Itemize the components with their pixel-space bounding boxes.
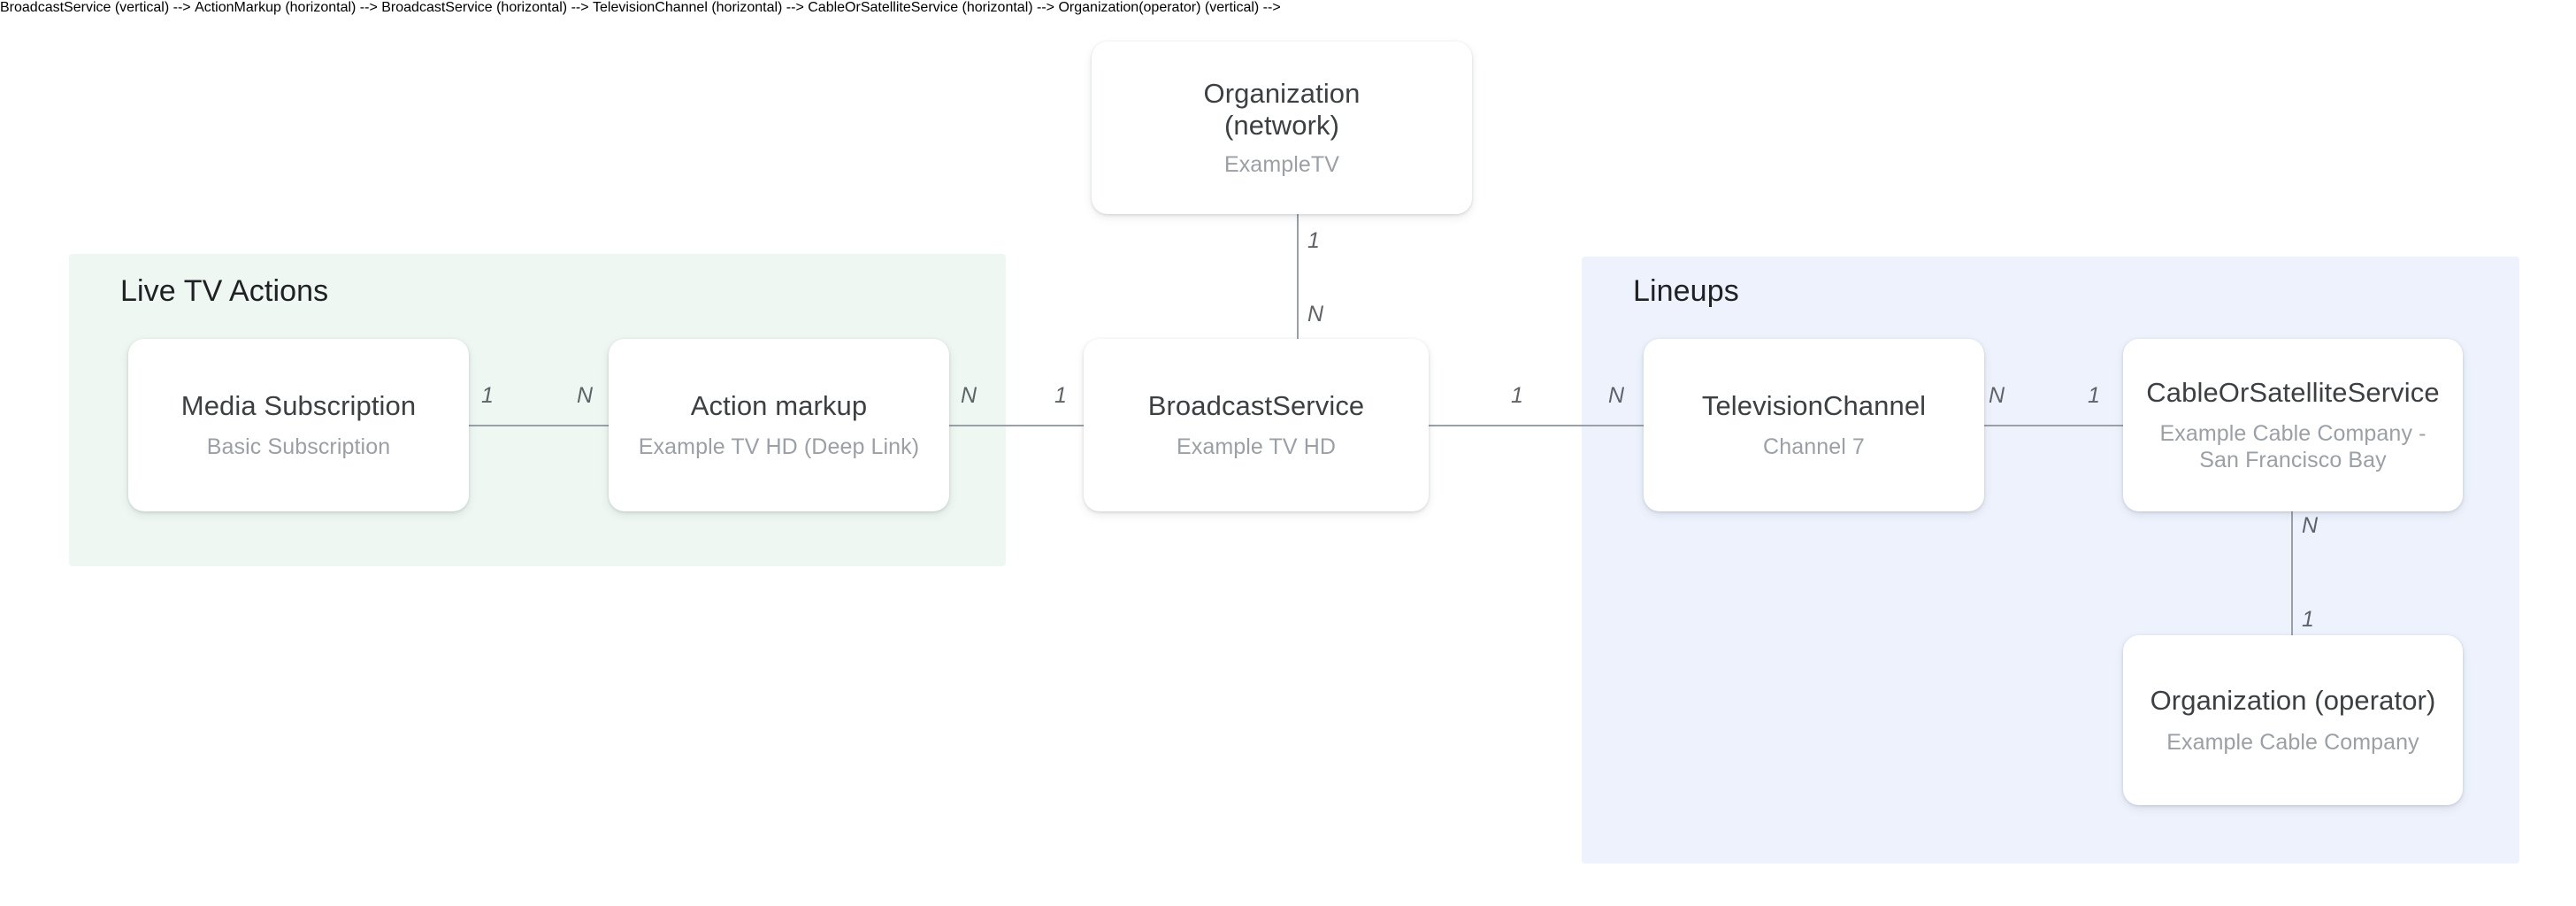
node-title-action-markup: Action markup	[690, 389, 868, 421]
node-broadcast-service[interactable]: BroadcastService Example TV HD	[1084, 339, 1429, 511]
node-subtitle-broadcast-service: Example TV HD	[1176, 434, 1337, 460]
node-media-subscription[interactable]: Media Subscription Basic Subscription	[128, 339, 469, 511]
node-subtitle-organization-operator: Example Cable Company	[2166, 729, 2419, 755]
node-title-cable-or-satellite-service: CableOrSatelliteService	[2146, 376, 2440, 408]
group-title-live-tv-actions: Live TV Actions	[120, 274, 329, 308]
node-subtitle-action-markup: Example TV HD (Deep Link)	[638, 434, 920, 460]
node-title-media-subscription: Media Subscription	[180, 389, 417, 421]
node-title-broadcast-service: BroadcastService	[1147, 389, 1365, 421]
edge-cable-or-satellite-service-to-organization-operator	[2291, 511, 2293, 635]
edge-action-markup-to-broadcast-service	[947, 425, 1085, 426]
edge-multiplicity-television-channel-right: N	[1989, 383, 2005, 408]
node-title-organization-operator: Organization (operator)	[2150, 685, 2436, 717]
node-cable-or-satellite-service[interactable]: CableOrSatelliteService Example Cable Co…	[2123, 339, 2463, 511]
edge-broadcast-service-to-television-channel	[1427, 425, 1645, 426]
edge-org-network-to-broadcast-service	[1297, 214, 1299, 339]
node-television-channel[interactable]: TelevisionChannel Channel 7	[1644, 339, 1984, 511]
node-organization-operator[interactable]: Organization (operator) Example Cable Co…	[2123, 635, 2463, 805]
edge-multiplicity-organization-operator-top: 1	[2302, 607, 2314, 632]
edge-multiplicity-action-markup-left: N	[577, 383, 594, 408]
node-title-organization-network: Organization (network)	[1204, 78, 1361, 142]
node-organization-network[interactable]: Organization (network) ExampleTV	[1092, 42, 1472, 214]
node-subtitle-cable-or-satellite-service: Example Cable Company - San Francisco Ba…	[2159, 420, 2426, 473]
node-title-television-channel: TelevisionChannel	[1701, 389, 1927, 421]
edge-multiplicity-broadcast-service-left: 1	[1054, 383, 1067, 408]
edge-multiplicity-cable-or-satellite-service-left: 1	[2088, 383, 2100, 408]
edge-multiplicity-org-network-top: 1	[1307, 228, 1320, 253]
edge-multiplicity-cable-or-satellite-service-bottom: N	[2302, 513, 2319, 538]
group-title-lineups: Lineups	[1633, 274, 1739, 308]
node-subtitle-line-1: Example Cable Company -	[2159, 421, 2426, 447]
edge-multiplicity-television-channel-left: N	[1608, 383, 1625, 408]
edge-multiplicity-action-markup-right: N	[961, 383, 978, 408]
edge-multiplicity-org-network-bottom: N	[1307, 302, 1324, 326]
node-title-line-2: (network)	[1223, 109, 1340, 141]
node-subtitle-media-subscription: Basic Subscription	[206, 434, 391, 460]
edge-multiplicity-media-subscription-right: 1	[481, 383, 494, 408]
edge-media-subscription-to-action-markup	[467, 425, 610, 426]
node-subtitle-organization-network: ExampleTV	[1223, 152, 1340, 178]
edge-multiplicity-broadcast-service-right: 1	[1511, 383, 1523, 408]
edge-television-channel-to-cable-or-satellite-service	[1982, 425, 2126, 426]
node-action-markup[interactable]: Action markup Example TV HD (Deep Link)	[609, 339, 949, 511]
node-subtitle-line-2: San Francisco Bay	[2199, 448, 2387, 473]
node-subtitle-television-channel: Channel 7	[1763, 434, 1865, 460]
node-title-line-1: Organization	[1203, 77, 1361, 109]
